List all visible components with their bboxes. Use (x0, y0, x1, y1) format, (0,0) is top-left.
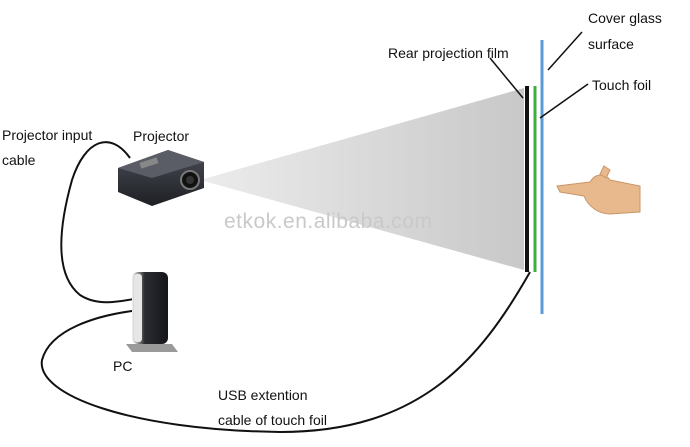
projector-icon (118, 150, 204, 206)
leader-touch-foil (539, 83, 589, 119)
usb-extension-cable (40, 271, 531, 434)
touch-foil-label: Touch foil (592, 77, 652, 93)
cover-glass-label-line1: Cover glass (588, 10, 662, 26)
projector-input-cable (60, 141, 141, 304)
rear-projection-film-label: Rear projection film (388, 45, 509, 61)
projector-input-label-line1: Projector input (2, 127, 93, 143)
watermark: etkok.en.alibaba.com (224, 210, 433, 233)
leader-cover-glass (547, 31, 583, 71)
usb-cable-label-line1: USB extention (218, 387, 308, 403)
pc-icon (126, 272, 178, 352)
cover-glass-label-line2: surface (588, 36, 634, 52)
leader-rear-film (489, 57, 524, 99)
pc-label: PC (113, 358, 133, 374)
hand-icon (556, 165, 641, 215)
usb-cable-label-line2: cable of touch foil (218, 412, 327, 428)
projector-input-label-line2: cable (2, 152, 36, 168)
projector-label: Projector (133, 128, 190, 144)
projection-beam (200, 88, 524, 270)
